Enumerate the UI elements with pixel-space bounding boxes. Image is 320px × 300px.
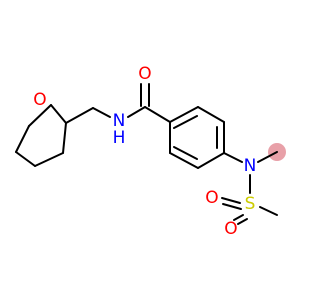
atom-labels: O N H O N S O O <box>33 64 256 239</box>
bond-ar-5d <box>173 146 198 160</box>
bond-s-methyl <box>259 206 278 216</box>
atom-n-amide: N <box>113 111 126 131</box>
molecule-structure: O N H O N S O O <box>15 64 286 239</box>
bond-ring-ch2 <box>65 107 94 124</box>
bond-thf-5 <box>28 104 52 127</box>
bond-n-carbonyl <box>127 106 146 118</box>
bond-ar-1 <box>169 106 199 123</box>
bond-thf-3 <box>34 152 64 167</box>
bond-n-methyl <box>257 151 278 163</box>
bond-thf-1 <box>15 125 30 153</box>
bond-s-o1-a <box>221 197 241 204</box>
bond-s-o1-b <box>222 203 242 210</box>
bond-ar-5 <box>169 152 199 169</box>
bond-s-o2-a <box>233 214 244 221</box>
bond-ar-1d <box>173 115 198 129</box>
bond-thf-2 <box>15 151 36 167</box>
bond-ch2-n <box>92 107 111 118</box>
bond-thf-6 <box>50 104 67 124</box>
atom-o-sulfonyl-1: O <box>205 188 218 208</box>
bond-ar-2 <box>197 106 225 123</box>
atom-o-ring: O <box>33 90 46 110</box>
bond-ar-4 <box>197 152 225 169</box>
atom-n-sulfonamide: N <box>244 156 257 176</box>
atom-s-sulfonyl: S <box>245 194 256 214</box>
bond-carbonyl-ring <box>144 106 171 123</box>
structure-canvas: O N H O N S O O <box>15 64 286 239</box>
bond-s-o2-b <box>237 218 248 225</box>
atom-h-amide: H <box>113 128 126 148</box>
bond-thf-4 <box>62 122 67 154</box>
atom-o-sulfonyl-2: O <box>224 219 237 239</box>
atom-o-carbonyl: O <box>138 64 151 84</box>
bond-ring-n <box>223 152 243 163</box>
bonds <box>15 83 278 225</box>
